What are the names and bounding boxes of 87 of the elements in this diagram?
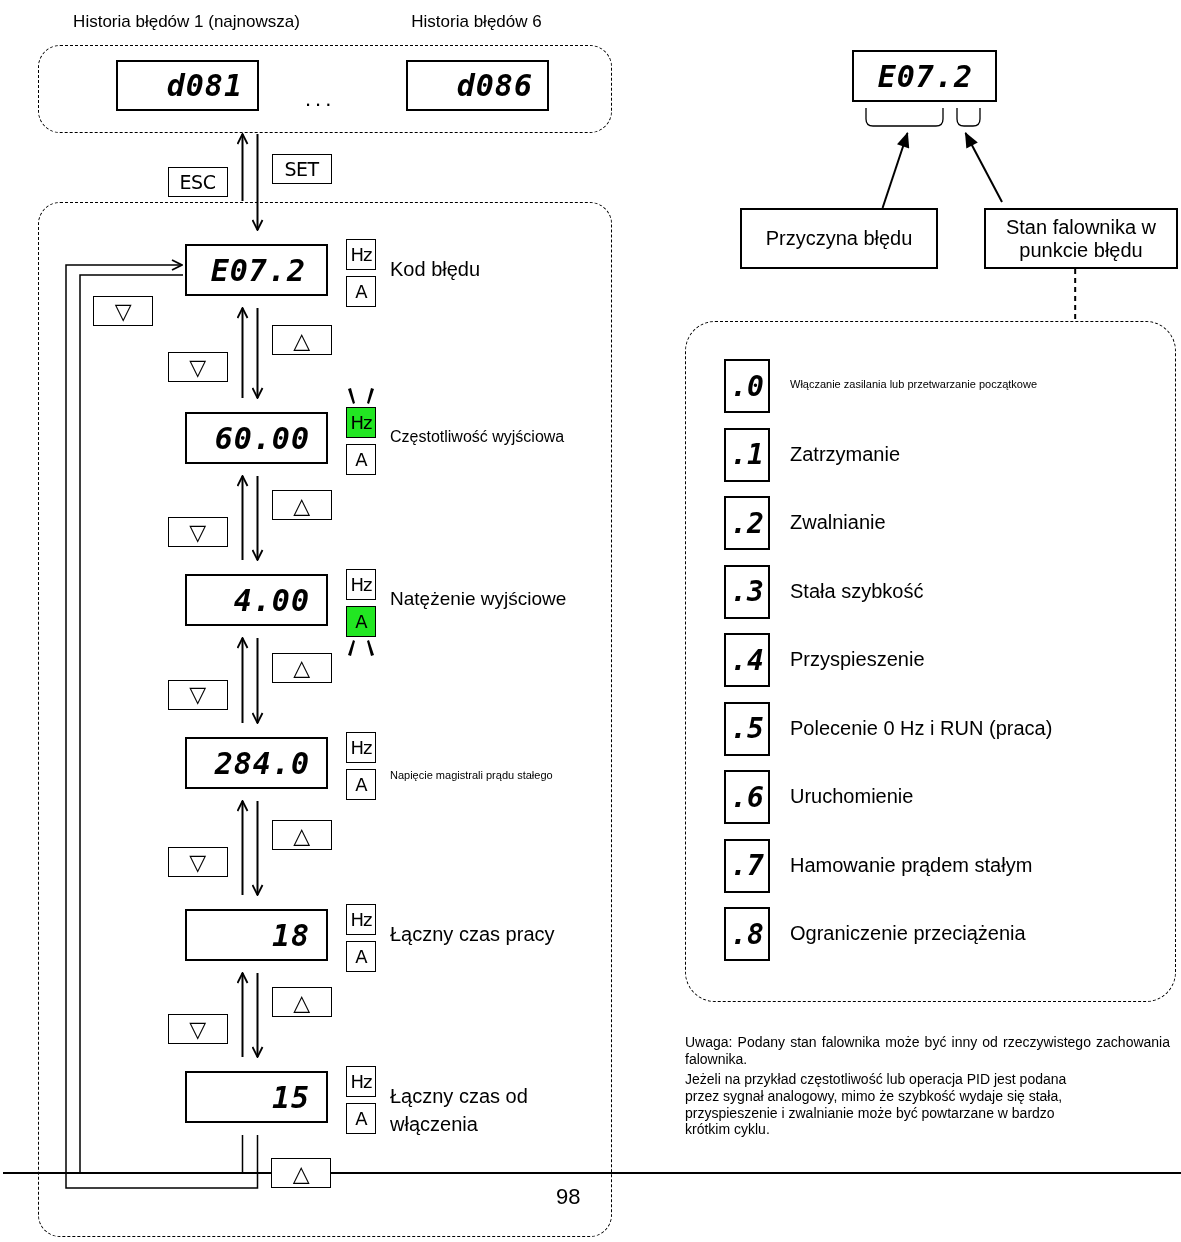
led-display: 18 [185,909,328,961]
key-label: ▽ [167,847,228,877]
display-caption: Historia błędów 1 (najnowsza) [72,11,301,34]
unit-indicator: Hz [346,732,376,763]
led-display: 4.00 [185,574,328,626]
status-digit: .0 [724,359,770,413]
dashed-connector [1074,268,1077,322]
display-caption: Zatrzymanie [790,441,902,467]
key-label: △ [271,987,332,1017]
unit-indicator: Hz [346,904,376,935]
key-label: △ [271,490,332,520]
key-label: △ [271,820,332,850]
arrow [251,972,264,1058]
unit-indicator: A [346,769,376,800]
digit-bracket [865,108,944,127]
ellipsis: ... [305,88,337,112]
display-caption: Uruchomienie [790,784,915,809]
led-display: E07.2 [185,244,328,296]
key-label: △ [271,652,332,683]
status-digit: .8 [724,907,770,961]
display-caption: Hamowanie prądem stałym [790,852,1034,878]
key-label: SET [271,154,332,184]
unit-indicator: Hz [346,407,376,438]
led-display: E07.2 [852,50,997,102]
key-label: ▽ [93,296,153,326]
callout-box: Przyczyna błędu [740,208,938,269]
led-display: 15 [185,1071,328,1123]
status-digit: .6 [724,770,770,824]
unit-indicator: A [346,444,376,475]
led-display: 284.0 [185,737,328,789]
status-digit: .1 [724,427,770,482]
display-caption: Natężenie wyjściowe [390,586,568,611]
key-label: △ [271,1158,331,1188]
display-caption: Polecenie 0 Hz i RUN (praca) [790,715,1054,741]
unit-indicator: Hz [346,239,376,270]
unit-indicator: A [346,941,376,972]
key-label: ESC [167,166,228,197]
page-number: 98 [556,1186,582,1211]
display-caption: Napięcie magistrali prądu stałego [390,768,554,784]
display-caption: Łączny czas pracy [390,922,556,947]
arrow [236,307,249,399]
dashed-group-frame [685,321,1176,1002]
status-digit: .2 [724,496,770,550]
status-digit: .4 [724,633,770,687]
led-display: d081 [116,60,259,111]
display-caption: Ograniczenie przeciążenia [790,921,1027,946]
display-caption: Stała szybkość [790,578,925,604]
key-label: ▽ [167,1014,228,1044]
note-text: Uwaga: Podany stan falownika może być inny od rzeczywistego zachowania falownika. [685,1034,1170,1069]
arrow [236,475,249,561]
display-caption: Przyspieszenie [790,647,926,672]
status-digit: .5 [724,701,770,756]
display-caption: Historia błędów 6 [410,11,543,34]
arrow [236,637,249,724]
arrow [251,800,264,896]
key-label: ▽ [167,679,228,710]
note-text: Jeżeli na przykład częstotliwość lub operacja PID jest podana przez sygnał analogowy, mimo że szybkość wydaje się stała, przyspieszenie i zwalnianie może być powtarzane w bardzo krótkim cyklu. [685,1071,1068,1140]
key-label: ▽ [167,517,228,547]
dashed-group-frame [38,45,612,133]
digit-bracket [956,108,981,127]
arrow [65,259,259,1189]
unit-indicator: A [346,1103,376,1134]
arrow [236,800,249,896]
key-label: ▽ [167,352,228,382]
display-caption: Częstotliwość wyjściowa [390,426,566,447]
display-caption: Kod błędu [390,257,482,282]
display-caption: Zwalnianie [790,510,887,535]
status-digit: .3 [724,564,770,619]
unit-indicator: A [346,276,376,307]
callout-box: Stan falownika w punkcie błędu [984,208,1178,269]
arrow [236,133,249,202]
arrow [236,972,249,1058]
unit-indicator: A [346,606,376,637]
unit-indicator: Hz [346,1066,376,1097]
led-display: 60.00 [185,412,328,464]
arrow [251,637,264,724]
display-caption: Łączny czas od włączenia [390,1084,529,1137]
status-digit: .7 [724,838,770,893]
key-label: △ [271,325,332,355]
arrow [251,307,264,399]
led-display: d086 [406,60,549,111]
leader-arrow [964,132,1003,203]
unit-indicator: Hz [346,569,376,600]
arrow [251,475,264,561]
display-caption: Włączanie zasilania lub przetwarzanie początkowe [790,377,1038,393]
arrow [251,133,264,231]
leader-arrow [881,131,910,209]
